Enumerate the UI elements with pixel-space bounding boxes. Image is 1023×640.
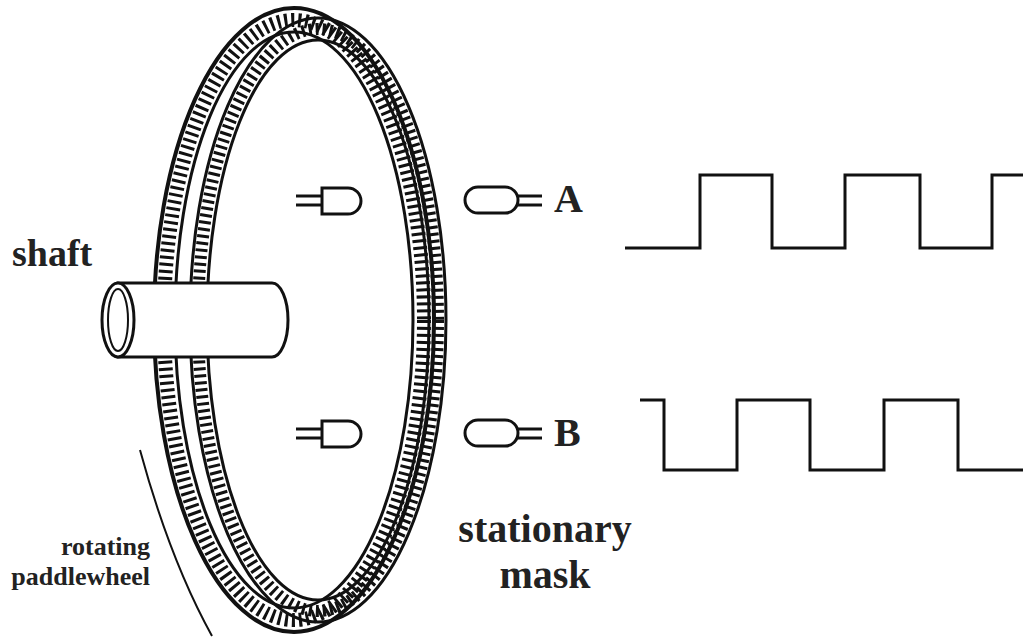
sensor-b (296, 420, 542, 447)
part-label: rotating paddlewheel (4, 532, 150, 592)
shaft-cylinder (102, 283, 288, 357)
waveform-a (625, 175, 1023, 248)
waveform-b (640, 400, 1023, 470)
leader-line (140, 450, 212, 636)
part-label: stationary mask (430, 506, 660, 598)
part-label: shaft (12, 232, 132, 276)
sensor-a (296, 187, 542, 214)
signal-name: B (554, 410, 604, 456)
signal-name: A (554, 176, 604, 222)
